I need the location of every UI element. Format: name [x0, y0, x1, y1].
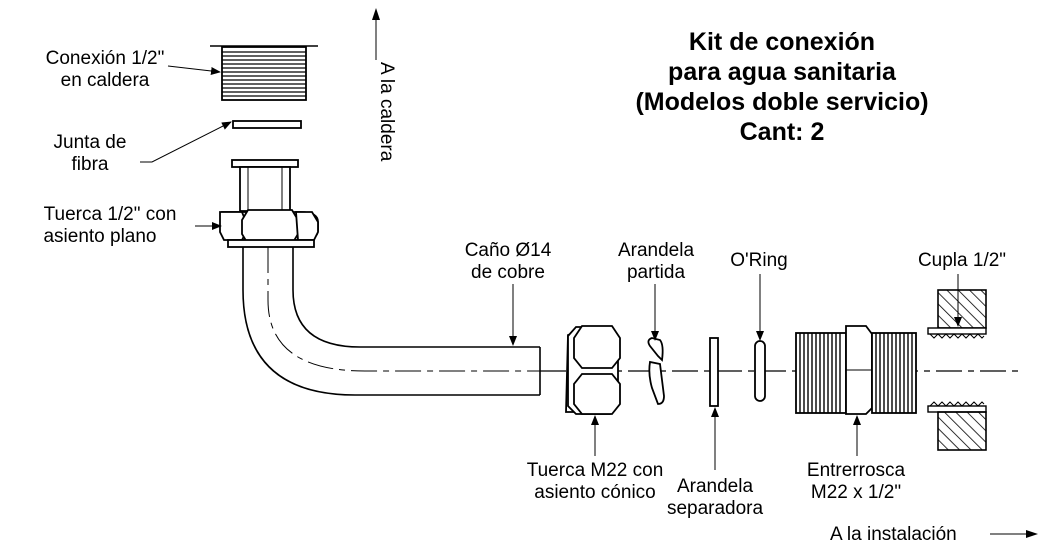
label-cupla: Cupla 1/2": [918, 250, 1006, 327]
boiler-direction: A la caldera: [372, 8, 397, 162]
title-line-4: Cant: 2: [740, 118, 825, 146]
label-oring: O'Ring: [730, 250, 788, 341]
label-oring-text: O'Ring: [730, 250, 787, 271]
boiler-connection-thread: [210, 45, 318, 101]
label-conexion-line-1: Conexión 1/2": [46, 48, 165, 69]
label-cupla-text: Cupla 1/2": [918, 250, 1006, 271]
copper-pipe: [242, 247, 541, 396]
label-cano-line-2: de cobre: [471, 262, 545, 283]
label-arandela-partida: Arandela partida: [618, 240, 694, 341]
label-tuerca-m22-line-1: Tuerca M22 con: [527, 460, 664, 481]
coupling-section: [927, 289, 987, 451]
label-entrerrosca-line-2: M22 x 1/2": [811, 482, 901, 503]
title-line-2: para agua sanitaria: [668, 58, 897, 86]
label-tuerca-plano: Tuerca 1/2" con asiento plano: [43, 204, 222, 247]
label-cano-line-1: Caño Ø14: [465, 240, 552, 261]
o-ring: [754, 340, 766, 402]
label-conexion-line-2: en caldera: [61, 70, 150, 91]
leader-conexion: [167, 65, 221, 75]
flat-seat-nut: [219, 159, 319, 248]
fiber-gasket: [232, 120, 302, 129]
boiler-arrow-head: [372, 8, 380, 20]
label-arandela-sep-line-2: separadora: [667, 498, 764, 519]
label-a-la-caldera: A la caldera: [376, 62, 397, 162]
title-block: Kit de conexión para agua sanitaria (Mod…: [635, 28, 928, 146]
label-arandela-partida-line-1: Arandela: [618, 240, 694, 261]
label-arandela-sep-line-1: Arandela: [677, 476, 753, 497]
split-washer: [647, 337, 665, 405]
label-entrerrosca-line-1: Entrerrosca: [807, 460, 906, 481]
label-entrerrosca: Entrerrosca M22 x 1/2": [807, 415, 906, 503]
label-arandela-separadora: Arandela separadora: [667, 407, 764, 519]
label-tuerca-plano-line-1: Tuerca 1/2" con: [44, 204, 177, 225]
title-line-1: Kit de conexión: [689, 28, 875, 56]
label-tuerca-plano-line-2: asiento plano: [43, 226, 156, 247]
label-cano: Caño Ø14 de cobre: [465, 240, 552, 346]
installation-direction: A la instalación: [830, 524, 1038, 545]
title-line-3: (Modelos doble servicio): [635, 88, 928, 116]
label-a-la-instalacion: A la instalación: [830, 524, 957, 545]
leader-junta: [140, 121, 232, 163]
installation-arrow-head: [1026, 530, 1038, 538]
label-junta: Junta de fibra: [54, 121, 232, 175]
label-conexion: Conexión 1/2" en caldera: [46, 48, 221, 91]
adapter-fitting: [795, 325, 917, 415]
label-arandela-partida-line-2: partida: [627, 262, 686, 283]
label-tuerca-m22: Tuerca M22 con asiento cónico: [527, 415, 664, 503]
conical-seat-nut: [565, 325, 621, 415]
separator-washer: [709, 337, 719, 407]
label-junta-line-2: fibra: [72, 154, 109, 175]
label-tuerca-m22-line-2: asiento cónico: [534, 482, 655, 503]
label-junta-line-1: Junta de: [54, 132, 127, 153]
